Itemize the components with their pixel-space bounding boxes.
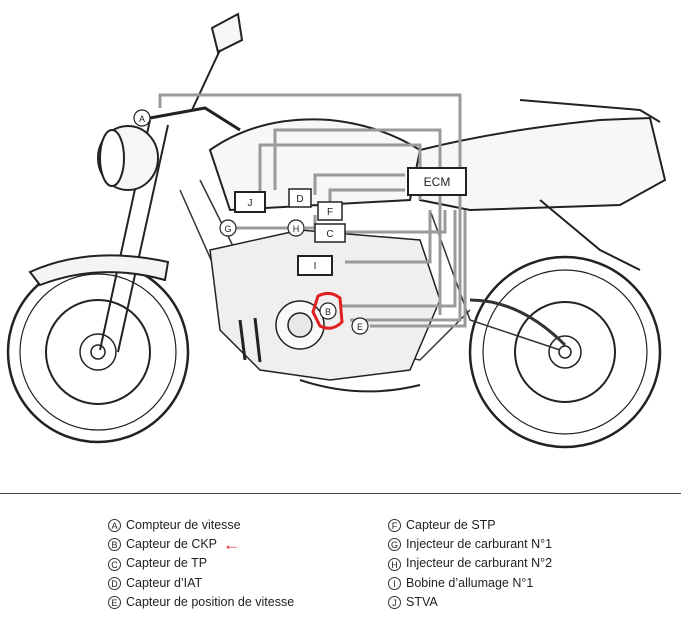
headlight [97, 125, 159, 191]
svg-text:H: H [293, 224, 300, 234]
ckp-highlight [311, 291, 344, 330]
svg-text:B: B [325, 307, 331, 317]
callout-A: A [133, 109, 151, 127]
callout-B: B [319, 302, 337, 320]
legend-letter-b-icon: B [108, 538, 121, 552]
legend-letter-d-icon: D [108, 576, 121, 590]
legend-letter-a-icon: A [108, 519, 121, 533]
front-fork [28, 119, 170, 353]
legend-letter-j-icon: J [388, 595, 401, 609]
svg-text:E: E [357, 322, 363, 332]
legend-letter-g-icon: G [388, 538, 401, 552]
ecm-label: ECM [424, 175, 451, 189]
motorcycle-diagram: ECM J D F C I A G [6, 12, 667, 449]
callout-F: F [317, 201, 343, 221]
red-arrow-icon: ← [223, 535, 241, 555]
svg-text:A: A [139, 114, 145, 124]
wiring-lines [158, 93, 467, 328]
mirror [191, 12, 244, 111]
svg-text:D: D [296, 194, 303, 205]
handlebar [149, 106, 241, 132]
legend-letter-f-icon: F [388, 519, 401, 533]
callout-J: J [234, 191, 266, 213]
svg-text:J: J [248, 198, 253, 209]
callout-C: C [314, 223, 346, 243]
callout-D: D [288, 188, 312, 208]
svg-text:G: G [224, 224, 231, 234]
callout-E: E [351, 317, 369, 335]
ecm-box: ECM [407, 167, 467, 196]
legend-letter-e-icon: E [108, 595, 121, 609]
divider [0, 493, 681, 494]
callout-I: I [297, 255, 333, 276]
svg-text:F: F [327, 207, 333, 218]
svg-text:I: I [314, 261, 317, 272]
legend-letter-c-icon: C [108, 557, 121, 571]
legend-letter-h-icon: H [388, 557, 401, 571]
legend-letter-i-icon: I [388, 576, 401, 590]
svg-text:C: C [326, 229, 333, 240]
front-wheel [6, 260, 190, 444]
callout-H: H [287, 219, 305, 237]
rear-wheel [468, 255, 662, 449]
callout-G: G [219, 219, 237, 237]
seat-tail [419, 99, 667, 271]
